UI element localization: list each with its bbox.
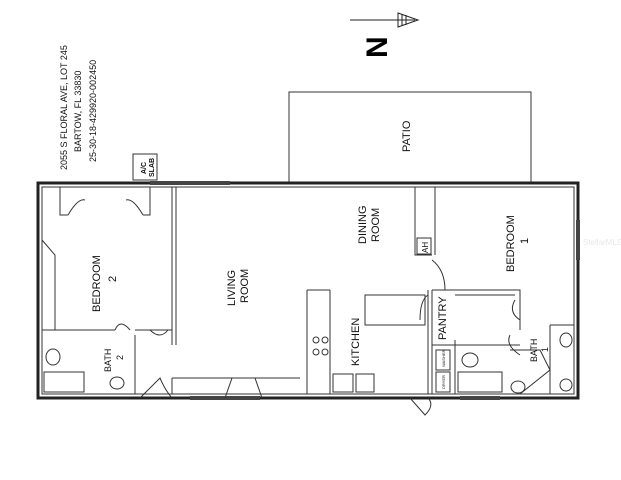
ah-label: AH xyxy=(421,242,430,253)
sink-icon xyxy=(559,332,573,348)
washer-label: WASHER xyxy=(441,349,446,367)
address-line-1: 2055 S FLORAL AVE, LOT 245 xyxy=(59,45,69,170)
address-block: 2055 S FLORAL AVE, LOT 245 BARTOW, FL 33… xyxy=(59,45,98,170)
bath-1-number: 1 xyxy=(540,347,550,352)
bedroom-1-number: 1 xyxy=(519,238,531,244)
washer-icon xyxy=(435,349,451,371)
address-line-3: 25-30-18-429920-002450 xyxy=(88,60,98,162)
watermark: StellarMLS xyxy=(583,238,621,247)
air-handler xyxy=(416,237,432,255)
bedroom-2-number: 2 xyxy=(107,276,119,282)
dining-room-label-1: DINING xyxy=(357,206,369,245)
sink-icon xyxy=(109,376,125,390)
north-label: N xyxy=(361,36,394,58)
north-arrow-icon: N xyxy=(350,12,420,58)
address-line-2: BARTOW, FL 33830 xyxy=(73,71,83,152)
dishwasher-icon xyxy=(355,373,375,393)
bathtub-icon xyxy=(43,371,85,393)
dryer-label: DRYER xyxy=(441,375,446,389)
ac-slab xyxy=(132,153,158,181)
bedroom-2-label: BEDROOM xyxy=(91,255,103,312)
bath-2-label: BATH xyxy=(103,349,113,372)
dryer-icon xyxy=(435,371,451,393)
bath-2-number: 2 xyxy=(115,355,125,360)
pantry-label: PANTRY xyxy=(437,296,449,340)
kitchen-label: KITCHEN xyxy=(350,318,362,366)
sink-icon xyxy=(510,380,526,394)
living-room-label-1: LIVING xyxy=(226,270,238,306)
room-labels: BEDROOM 2 LIVING ROOM DINING ROOM BEDROO… xyxy=(91,206,550,390)
ac-slab-label-1: A/C xyxy=(141,162,148,174)
exterior-walls xyxy=(36,181,580,400)
shower-icon xyxy=(457,371,503,393)
bedroom-1-label: BEDROOM xyxy=(505,215,517,272)
fixtures xyxy=(43,332,573,394)
dining-room-label-2: ROOM xyxy=(370,208,382,242)
toilet-icon xyxy=(45,348,61,366)
bath-1-label: BATH xyxy=(529,339,539,362)
toilet-icon xyxy=(461,352,479,368)
living-room-label-2: ROOM xyxy=(239,269,251,303)
patio-label: PATIO xyxy=(401,120,413,152)
stove-burner-icon xyxy=(312,336,320,344)
kitchen-sink-icon xyxy=(332,373,354,393)
ac-slab-label-2: SLAB xyxy=(149,158,156,177)
interior-walls xyxy=(41,187,574,395)
water-heater-icon xyxy=(559,378,573,392)
door-swings xyxy=(67,199,521,416)
